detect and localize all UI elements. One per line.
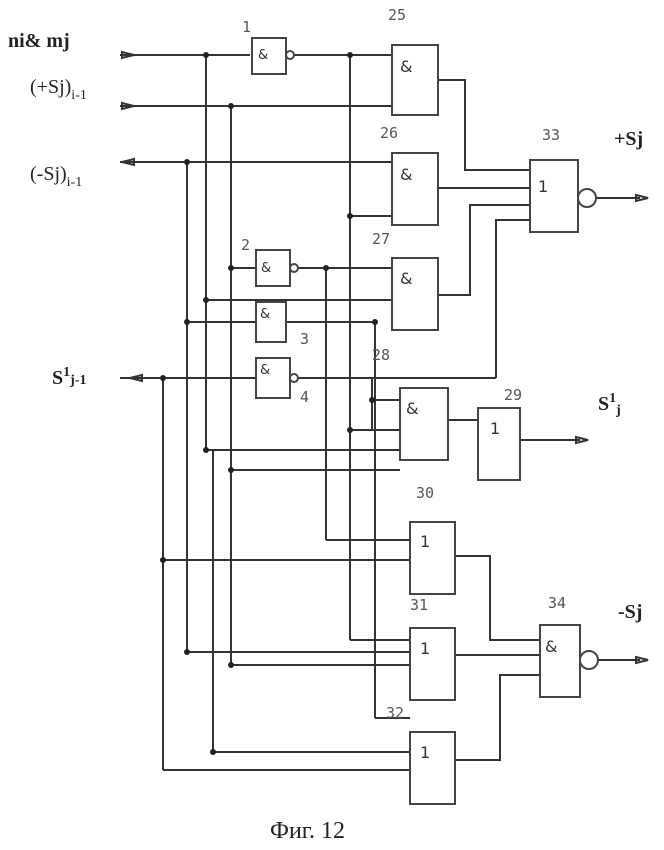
gate-34-number: 34 — [548, 594, 566, 612]
gate-2: & 2 — [241, 236, 298, 286]
gate-2-symbol: & — [261, 261, 271, 276]
gate-31-symbol: 1 — [420, 639, 430, 658]
gate-32-number: 32 — [386, 704, 404, 722]
gate-1: & 1 — [242, 18, 294, 74]
gate-29-number: 29 — [504, 386, 522, 404]
gate-26: & 26 — [380, 124, 438, 225]
gate-32-symbol: 1 — [420, 743, 430, 762]
gate-3-symbol: & — [260, 307, 270, 322]
junction-dots — [160, 52, 378, 755]
gate-30-number: 30 — [416, 484, 434, 502]
gate-28-symbol: & — [406, 399, 418, 418]
gate-29-symbol: 1 — [490, 419, 500, 438]
label-plus-sj-out: +Sj — [614, 128, 643, 150]
gate-1-number: 1 — [242, 18, 251, 36]
label-ni-mj: ni& mj — [8, 30, 70, 52]
gate-2-number: 2 — [241, 236, 250, 254]
gate-25: & 25 — [388, 6, 438, 115]
label-s1-j-1: S1j-1 — [52, 365, 86, 389]
gate-30-symbol: 1 — [420, 532, 430, 551]
gate-1-symbol: & — [258, 48, 268, 63]
gate-25-symbol: & — [400, 57, 412, 76]
gate-3: & 3 — [256, 302, 309, 348]
gate-30: 1 30 — [410, 484, 455, 594]
figure-caption: Фиг. 12 — [270, 818, 345, 844]
gate-4-symbol: & — [260, 363, 270, 378]
gate-4-number: 4 — [300, 388, 309, 406]
gate-34-symbol: & — [545, 637, 557, 656]
gate-34: & 34 — [540, 594, 598, 697]
label-minus-sj-i-1: (-Sj)i-1 — [30, 163, 82, 190]
output-labels: +Sj S1j -Sj — [598, 128, 643, 623]
label-plus-sj-i-1: (+Sj)i-1 — [30, 76, 87, 103]
gate-31: 1 31 — [410, 596, 455, 700]
gate-33-number: 33 — [542, 126, 560, 144]
gate-28: & 28 — [372, 346, 448, 460]
gate-29: 1 29 — [478, 386, 522, 480]
gate-32: 1 32 — [386, 704, 455, 804]
gate-26-number: 26 — [380, 124, 398, 142]
gate-4: & 4 — [256, 358, 309, 406]
gate-33: 1 33 — [530, 126, 596, 232]
gate-27-number: 27 — [372, 230, 390, 248]
gate-27: & 27 — [372, 230, 438, 330]
gate-25-number: 25 — [388, 6, 406, 24]
gate-31-number: 31 — [410, 596, 428, 614]
gate-3-number: 3 — [300, 330, 309, 348]
input-labels: ni& mj (+Sj)i-1 (-Sj)i-1 S1j-1 — [8, 30, 87, 389]
gate-33-symbol: 1 — [538, 177, 548, 196]
gate-28-number: 28 — [372, 346, 390, 364]
gate-27-symbol: & — [400, 269, 412, 288]
label-minus-sj-out: -Sj — [618, 601, 642, 623]
gate-26-symbol: & — [400, 165, 412, 184]
label-s1-j-out: S1j — [598, 391, 621, 418]
